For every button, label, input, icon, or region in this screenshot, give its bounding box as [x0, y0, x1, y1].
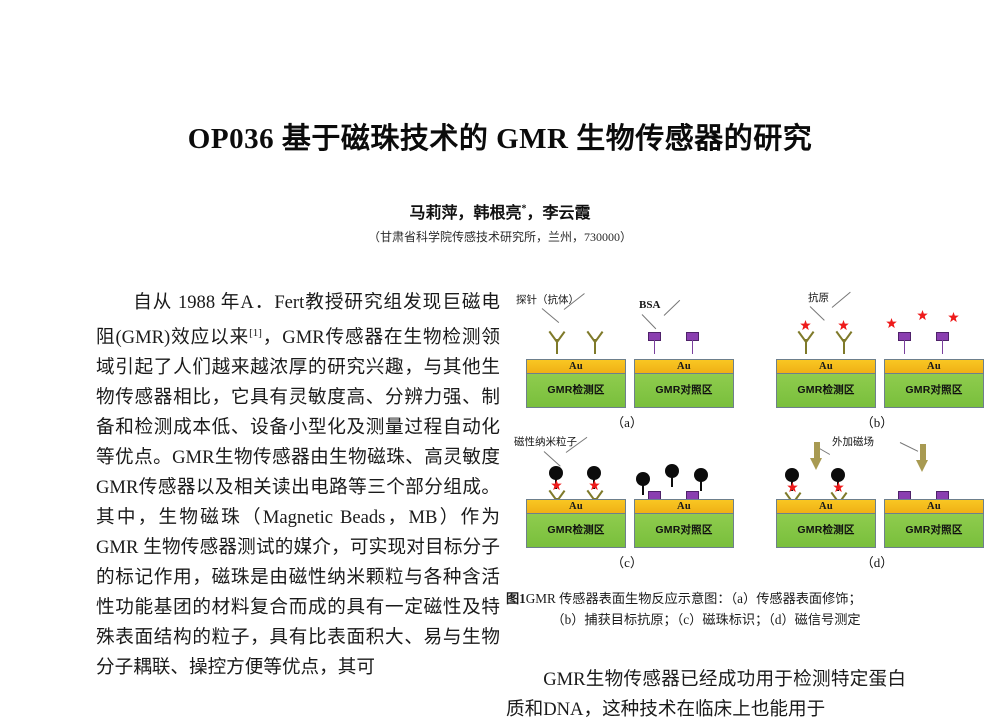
magnetic-field-arrow [810, 442, 823, 470]
gmr-detection-label: GMR检测区 [776, 514, 876, 548]
label-magnetic-nanoparticle: 磁性纳米粒子 [514, 436, 577, 448]
panel-caption-b: （b） [860, 415, 894, 430]
magnetic-bead-free [636, 472, 650, 495]
leader-line-bsa-left [641, 314, 657, 330]
left-column-paragraph: 自从 1988 年A．Fert教授研究组发现巨磁电阻(GMR)效应以来[1]，G… [96, 288, 500, 683]
page-title: OP036 基于磁珠技术的 GMR 生物传感器的研究 [187, 123, 813, 155]
bsa-molecule [686, 331, 699, 354]
figure-caption-line-1: GMR 传感器表面生物反应示意图：（a）传感器表面修饰； [525, 591, 862, 606]
label-applied-magnetic-field: 外加磁场 [832, 436, 874, 448]
figure-panel-b: 抗原 [758, 288, 996, 430]
right-column: GMR生物传感器已经成功用于检测特定蛋白质和DNA，这种技术在临床上也能用于 [506, 665, 906, 725]
affiliation-line: （甘肃省科学院传感技术研究所，兰州，730000） [367, 230, 632, 244]
gmr-detection-block: Au GMR检测区 [526, 359, 626, 408]
antigen-star [589, 480, 600, 491]
label-probe-antibody: 探针（抗体） [516, 294, 579, 306]
antigen-star [838, 320, 849, 331]
author-names-tail: ，李云霞 [526, 205, 591, 222]
gmr-detection-label: GMR检测区 [776, 374, 876, 408]
bsa-molecule [648, 331, 661, 354]
gmr-detection-label: GMR检测区 [526, 514, 626, 548]
gmr-control-label: GMR对照区 [634, 374, 734, 408]
antibody-probe [586, 329, 604, 354]
label-bsa: BSA [639, 299, 661, 311]
gmr-control-block: Au GMR对照区 [634, 499, 734, 548]
magnetic-bead-free [694, 468, 708, 491]
panel-caption-d: （d） [860, 555, 894, 570]
figure-panel-c: 磁性纳米粒子 [508, 428, 746, 570]
magnetic-bead-free [665, 464, 679, 487]
figure-panel-d: 外加磁场 [758, 428, 996, 570]
author-names: 马莉萍，韩根亮 [409, 205, 522, 222]
antigen-star [833, 482, 844, 493]
paragraph-part-1: 自从 1988 年A．Fert教授研究组发现巨磁电阻(GMR)效应以来 [96, 292, 500, 349]
gmr-control-label: GMR对照区 [634, 514, 734, 548]
gmr-detection-block: Au GMR检测区 [776, 359, 876, 408]
leader-line-bsa-right [663, 299, 681, 316]
antibody-probe [835, 329, 853, 354]
leader-line-probe-left [541, 308, 560, 324]
antigen-star-free [917, 310, 928, 321]
au-layer-label: Au [884, 499, 984, 514]
antigen-star [800, 320, 811, 331]
bsa-molecule [898, 331, 911, 354]
antibody-probe [797, 329, 815, 354]
leader-line-antigen-left [809, 306, 825, 321]
figure-panel-a: 探针（抗体） BSA [508, 288, 746, 430]
gmr-control-block: Au GMR对照区 [884, 499, 984, 548]
figure-caption-line-2: （b）捕获目标抗原；（c）磁珠标识；（d）磁信号测定 [551, 612, 861, 627]
left-column: 自从 1988 年A．Fert教授研究组发现巨磁电阻(GMR)效应以来[1]，G… [96, 288, 500, 683]
gmr-detection-block: Au GMR检测区 [526, 499, 626, 548]
au-layer-label: Au [634, 359, 734, 374]
bsa-molecule [936, 331, 949, 354]
figure-1: 探针（抗体） BSA [506, 288, 996, 573]
au-layer-label: Au [526, 359, 626, 374]
au-layer-label: Au [526, 499, 626, 514]
antigen-star [551, 480, 562, 491]
antigen-star-free [886, 318, 897, 329]
paragraph-part-2: ，GMR传感器在生物检测领域引起了人们越来越浓厚的研究兴趣，与其他生物传感器相比… [96, 327, 500, 679]
au-layer-label: Au [634, 499, 734, 514]
panel-caption-a: （a） [611, 415, 643, 430]
magnetic-field-arrow [916, 444, 929, 472]
gmr-detection-label: GMR检测区 [526, 374, 626, 408]
au-layer-label: Au [776, 359, 876, 374]
gmr-control-label: GMR对照区 [884, 374, 984, 408]
au-layer-label: Au [884, 359, 984, 374]
label-antigen: 抗原 [808, 292, 829, 304]
corresponding-author-marker: * [521, 203, 527, 215]
panel-caption-c: （c） [611, 555, 643, 570]
figure-caption-number: 图1 [506, 591, 526, 606]
author-line: 马莉萍，韩根亮*，李云霞 [0, 199, 1000, 223]
gmr-detection-block: Au GMR检测区 [776, 499, 876, 548]
gmr-control-block: Au GMR对照区 [634, 359, 734, 408]
antigen-star [787, 482, 798, 493]
figure-panel-grid: 探针（抗体） BSA [506, 288, 996, 573]
gmr-control-label: GMR对照区 [884, 514, 984, 548]
leader-line-mnp-left [543, 451, 561, 467]
antibody-probe [548, 329, 566, 354]
leader-line-antigen-right [831, 291, 851, 308]
gmr-control-block: Au GMR对照区 [884, 359, 984, 408]
reference-marker: [1] [249, 327, 262, 339]
au-layer-label: Au [776, 499, 876, 514]
right-column-paragraph: GMR生物传感器已经成功用于检测特定蛋白质和DNA，这种技术在临床上也能用于 [506, 669, 906, 720]
antigen-star-free [948, 312, 959, 323]
figure-caption: 图1GMR 传感器表面生物反应示意图：（a）传感器表面修饰； （b）捕获目标抗原；… [506, 588, 906, 630]
